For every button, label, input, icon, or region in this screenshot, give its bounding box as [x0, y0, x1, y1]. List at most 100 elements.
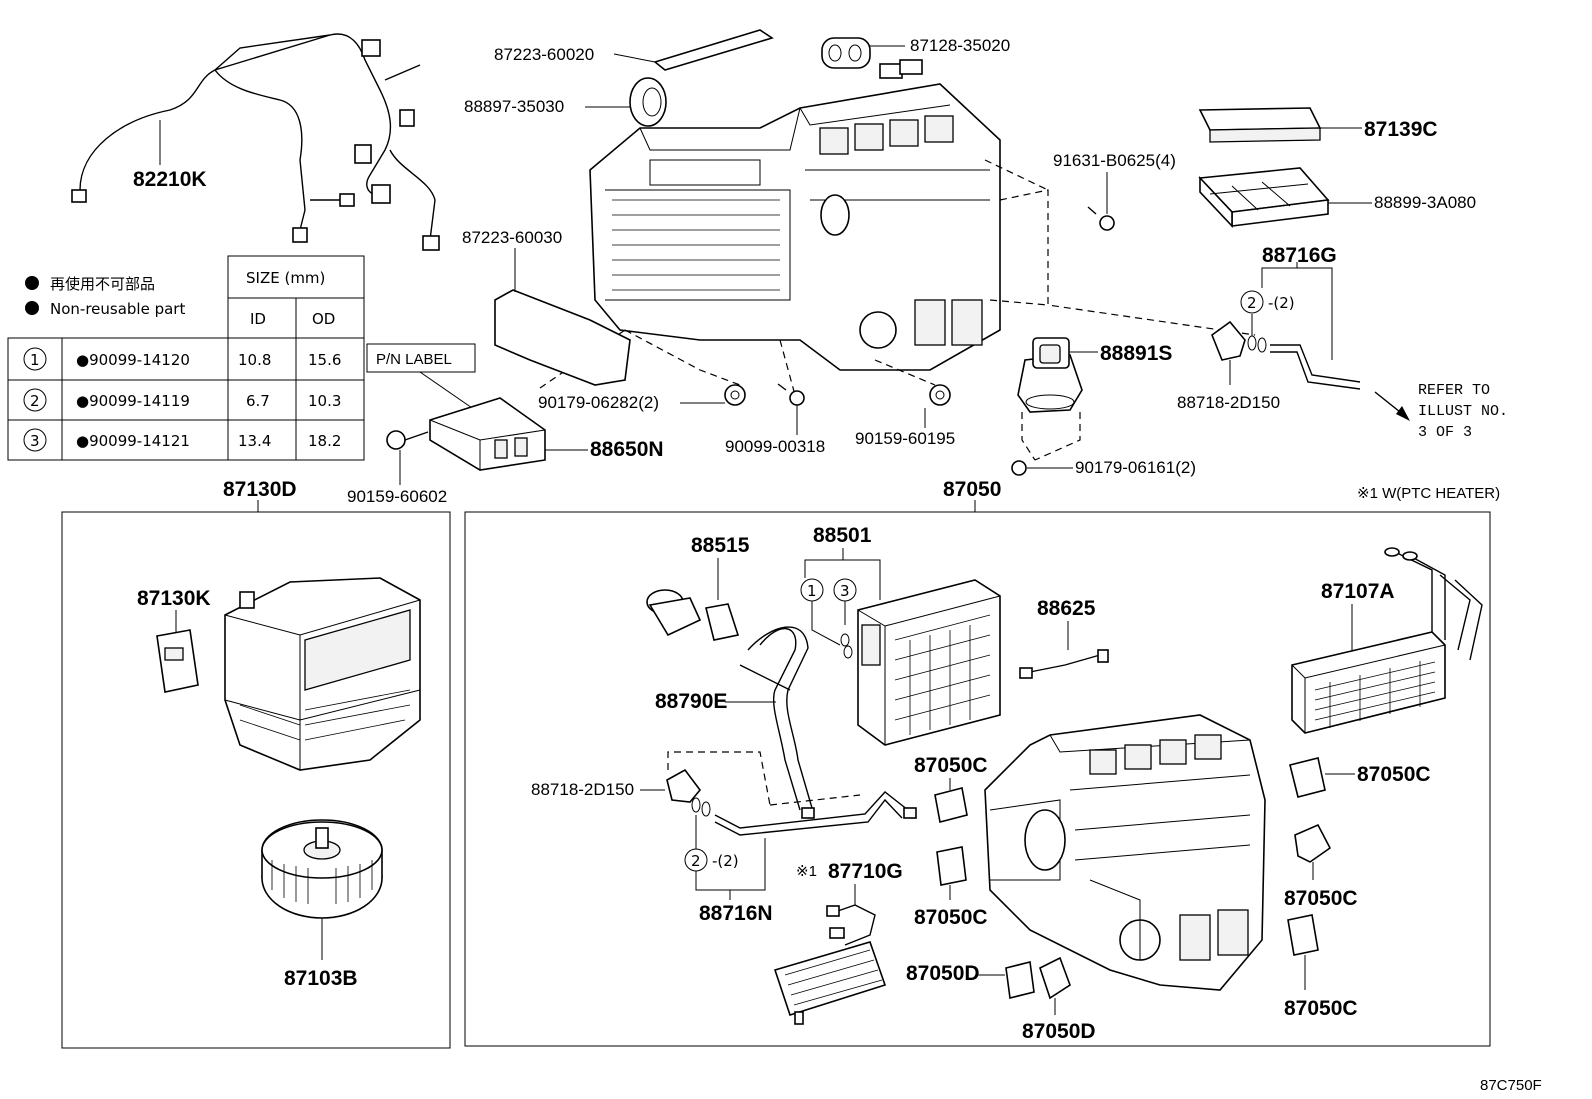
pipe-88790e — [739, 626, 815, 819]
refer-line-2: ILLUST NO. — [1418, 403, 1508, 420]
part-90159-60195: 90159-60195 — [855, 429, 955, 448]
legend-row1-part: ●90099-14120 — [76, 351, 190, 369]
part-87107a: 87107A — [1321, 580, 1395, 603]
part-91631-b0625: 91631-B0625(4) — [1053, 151, 1176, 170]
blower-section-box — [61, 511, 451, 1049]
part-88625: 88625 — [1037, 597, 1096, 620]
refer-line-1: REFER TO — [1418, 382, 1490, 399]
wire-harness-82210k — [71, 33, 440, 251]
resistor-87130k — [156, 629, 199, 693]
part-88897-35030: 88897-35030 — [464, 97, 564, 116]
part-90159-60602: 90159-60602 — [347, 487, 447, 506]
part-87130k: 87130K — [137, 587, 211, 610]
ptc-heater-87710g — [773, 904, 887, 1025]
grommet-87128-35020 — [821, 37, 871, 69]
part-87139c: 87139C — [1364, 118, 1438, 141]
hvac-unit-assembly-lower — [984, 714, 1266, 991]
pn-label-text: P/N LABEL — [376, 351, 452, 368]
cover-87050c-2 — [936, 846, 967, 886]
part-87050c-5: 87050C — [1284, 997, 1358, 1020]
part-87050c-3: 87050C — [1357, 763, 1431, 786]
legend-row1-index: 1 — [30, 351, 40, 369]
legend-row2-id: 6.7 — [246, 392, 270, 410]
ptc-note-mark: ※1 — [796, 863, 817, 880]
part-88790e: 88790E — [655, 690, 727, 713]
part-90099-00318: 90099-00318 — [725, 437, 825, 456]
legend-row2-index: 2 — [30, 392, 40, 410]
screw-90159-60602 — [386, 430, 429, 450]
part-87050c-1: 87050C — [914, 754, 988, 777]
part-90179-06161: 90179-06161(2) — [1075, 458, 1196, 477]
refer-line-3: 3 OF 3 — [1418, 424, 1472, 441]
legend-row3-index: 3 — [30, 432, 40, 450]
tube-88716n — [691, 791, 917, 836]
screw-90099-00318 — [777, 383, 805, 406]
cover-87050c-3 — [1289, 757, 1326, 798]
cover-87050c-4 — [1294, 823, 1332, 863]
legend-en: Non-reusable part — [50, 300, 185, 318]
hvac-unit-assembly-top — [589, 59, 1001, 371]
circle-3: 3 — [840, 582, 850, 600]
case-88899-3a080 — [1198, 167, 1330, 229]
clip-90159-60195 — [929, 384, 951, 406]
part-87050: 87050 — [943, 478, 1001, 501]
part-88718-2d150-low: 88718-2D150 — [531, 780, 634, 799]
cover-87050c-1 — [934, 787, 968, 823]
seal-88897-35030 — [629, 77, 667, 127]
illustration-code: 87C750F — [1480, 1077, 1542, 1094]
part-88650n: 88650N — [590, 438, 664, 461]
legend-id-header: ID — [250, 310, 266, 328]
qty-2-low: -(2) — [712, 852, 739, 870]
ptc-heater-note: ※1 W(PTC HEATER) — [1357, 485, 1500, 502]
legend-row1-id: 10.8 — [238, 351, 271, 369]
part-87223-60020: 87223-60020 — [494, 45, 594, 64]
blower-motor-87103b — [261, 819, 383, 919]
part-87710g: 87710G — [828, 860, 903, 883]
tube-88716g — [1247, 335, 1361, 390]
expansion-valve-88718-low — [666, 768, 702, 803]
legend-table: 再使用不可部品 Non-reusable part SIZE (mm) ID O… — [7, 255, 365, 461]
nut-90179-06161 — [1011, 460, 1027, 476]
legend-row2-od: 10.3 — [308, 392, 341, 410]
circle-2-top: 2 — [1247, 294, 1257, 312]
sensor-88515 — [646, 589, 740, 641]
legend-row3-part: ●90099-14121 — [76, 432, 190, 450]
legend-row2-part: ●90099-14119 — [76, 392, 190, 410]
legend-row1-od: 15.6 — [308, 351, 341, 369]
part-87128-35020: 87128-35020 — [910, 36, 1010, 55]
qty-2-top: -(2) — [1268, 294, 1295, 312]
filter-87139c — [1198, 107, 1322, 143]
part-88891s: 88891S — [1100, 342, 1172, 365]
part-87050c-4: 87050C — [1284, 887, 1358, 910]
clip-90179-06282 — [724, 384, 746, 406]
part-87050d-2: 87050D — [1022, 1020, 1096, 1043]
part-87223-60030: 87223-60030 — [462, 228, 562, 247]
part-82210k: 82210K — [133, 168, 207, 191]
heater-core-87107a — [1291, 547, 1483, 734]
legend-od-header: OD — [312, 310, 335, 328]
legend-jp: 再使用不可部品 — [50, 275, 155, 293]
blower-unit-87130d — [224, 577, 421, 771]
part-88716g: 88716G — [1262, 244, 1337, 267]
part-87103b: 87103B — [284, 967, 358, 990]
cover-87050c-5 — [1287, 914, 1319, 956]
part-87130d: 87130D — [223, 478, 297, 501]
part-88515: 88515 — [691, 534, 750, 557]
amplifier-88650n — [429, 397, 546, 471]
part-88899-3a080: 88899-3A080 — [1374, 193, 1476, 212]
hvac-section-box — [464, 511, 1491, 1047]
evaporator-88501 — [840, 579, 1001, 746]
part-87050c-2: 87050C — [914, 906, 988, 929]
circle-2-low: 2 — [691, 852, 701, 870]
screw-91631 — [1087, 206, 1115, 231]
part-88716n: 88716N — [699, 902, 773, 925]
cover-87050d-2 — [1039, 956, 1071, 1000]
legend-row3-od: 18.2 — [308, 432, 341, 450]
legend-size-header: SIZE (mm) — [246, 269, 325, 287]
part-87050d-1: 87050D — [906, 962, 980, 985]
actuator-88891s — [1017, 337, 1083, 413]
part-90179-06282: 90179-06282(2) — [538, 393, 659, 412]
part-88501: 88501 — [813, 524, 872, 547]
